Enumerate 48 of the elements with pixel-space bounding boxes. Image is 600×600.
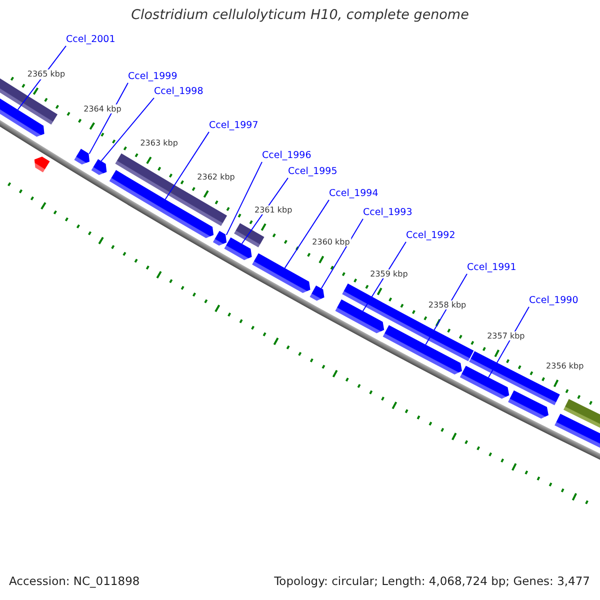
feature-bar	[564, 398, 600, 430]
scale-label: 2365 kbp	[26, 70, 66, 79]
leader-line	[362, 241, 406, 312]
gene-block	[224, 237, 252, 260]
gene-label: Ccel_2001	[66, 35, 116, 46]
gene-label: Ccel_1992	[406, 231, 456, 242]
gene-label: Ccel_1999	[128, 72, 178, 83]
leader-line	[241, 177, 288, 244]
leader-line	[320, 218, 364, 289]
scale-label: 2360 kbp	[311, 238, 351, 247]
gene-label: Ccel_1990	[529, 296, 578, 307]
gene-block	[460, 366, 510, 399]
scale-label: 2363 kbp	[139, 138, 179, 148]
gene-block	[252, 253, 310, 293]
footer-text: Topology: circular; Length: 4,068,724 bp; Genes: 3,477	[274, 575, 590, 588]
gene-label: Ccel_1995	[288, 167, 338, 178]
gene-label: Ccel_1998	[154, 87, 204, 98]
gene-block	[310, 285, 324, 301]
feature-bar	[0, 78, 58, 125]
gene-block	[34, 156, 50, 172]
gene-label: Ccel_1996	[262, 151, 312, 162]
footer-text: Accession: NC_011898	[9, 575, 140, 588]
gene-block	[74, 148, 90, 165]
gene-block	[554, 414, 600, 448]
leader-line	[284, 199, 330, 269]
gene-block	[335, 299, 384, 334]
gene-block	[508, 390, 549, 419]
gene-block	[212, 230, 227, 246]
gene-block	[91, 159, 107, 175]
leader-line	[425, 273, 468, 346]
gene-label: Ccel_1993	[363, 208, 412, 219]
scale-label: 2358 kbp	[427, 300, 468, 310]
scale-label: 2359 kbp	[369, 269, 409, 279]
title: Clostridium cellulolyticum H10, complete genome	[131, 8, 469, 24]
leader-line	[88, 82, 128, 154]
leader-line	[100, 97, 154, 162]
leader-line	[164, 131, 210, 200]
gene-label: Ccel_1991	[467, 263, 516, 274]
scale-label: 2356 kbp	[545, 361, 585, 370]
gene-label: Ccel_1994	[329, 189, 378, 200]
scale-label: 2362 kbp	[196, 172, 236, 182]
feature-bar	[234, 223, 264, 248]
scale-label: 2357 kbp	[486, 331, 526, 340]
scale-label: 2364 kbp	[82, 104, 122, 114]
gene-label: Ccel_1997	[209, 121, 258, 132]
scale-label: 2361 kbp	[253, 205, 294, 214]
gene-block	[0, 98, 44, 137]
gene-block	[382, 325, 462, 374]
